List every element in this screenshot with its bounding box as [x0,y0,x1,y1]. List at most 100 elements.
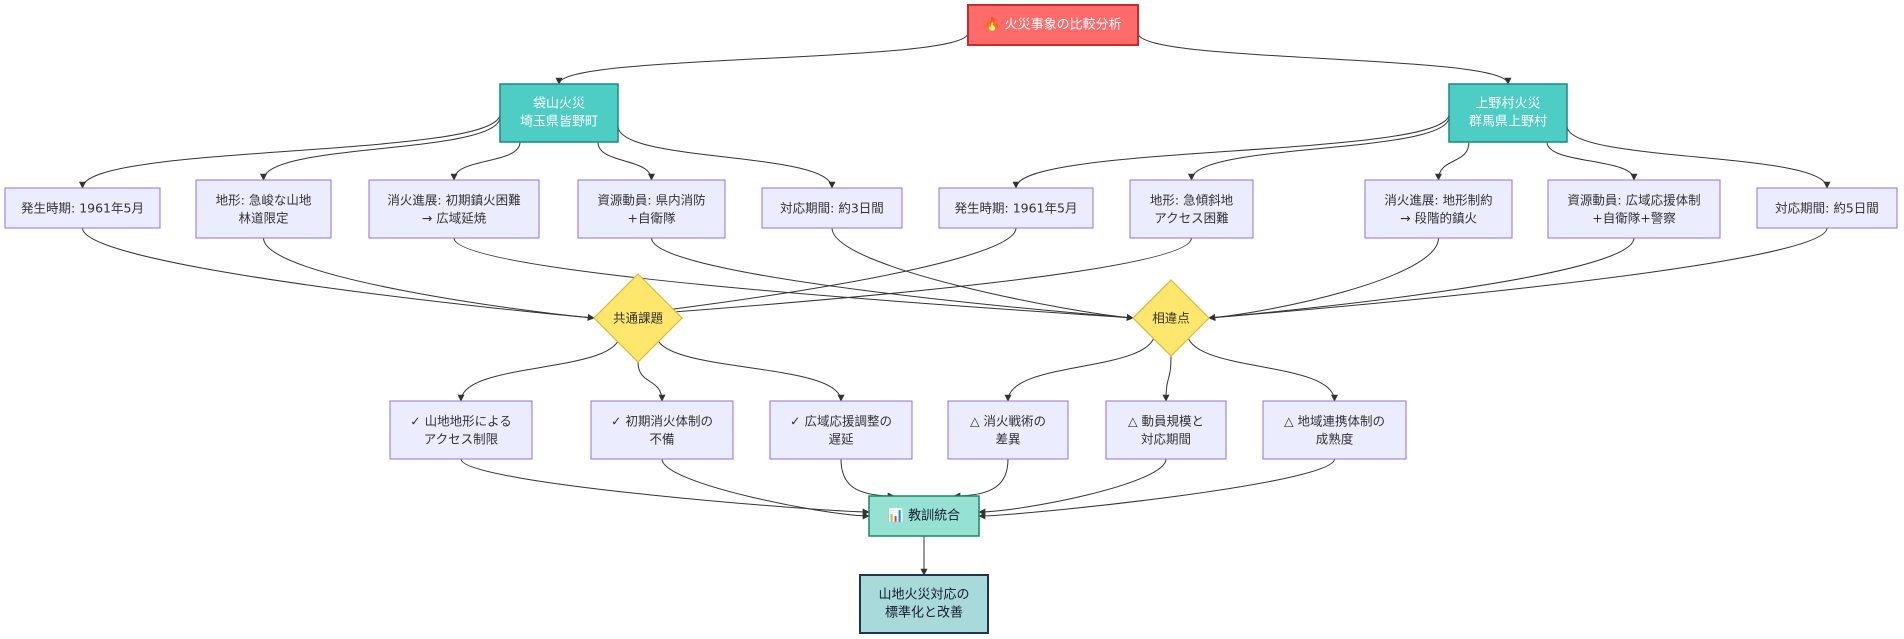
detail-b-date: 発生時期: 1961年5月 [938,187,1094,229]
edge-common-item-0 [457,333,621,402]
common-initial-box [590,400,734,460]
node-label-line: 消火進展: 初期鎮火困難 [387,193,520,208]
detail-a-resources: 資源動員: 県内消防+自衛隊 [577,179,726,239]
edge-a-duration-diff [831,227,1134,321]
node-label-line: △ 動員規模と [1128,414,1204,429]
edge-b-terrain-common [593,237,1192,321]
edge-item-lessons-1 [661,458,870,520]
node-label-line: 標準化と改善 [885,605,963,621]
detail-a-progress-box [368,179,540,239]
edge-b-resources-diff [1208,237,1635,321]
node-label-line: 上野村火災 [1475,97,1540,112]
node-label-line: ✓ 広域応援調整の [790,414,892,429]
node-label-line: △ 消火戦術の [970,414,1046,429]
edge-a-progress-diff [453,237,1134,321]
detail-b-date-box [938,187,1094,229]
edge-fire-b-detail-1 [1188,116,1450,181]
edge-fire-b-detail-3 [1546,141,1638,181]
edge-b-duration-diff [1208,227,1828,321]
node-label-line: アクセス困難 [1154,211,1228,226]
node-label-line: → 段階的鎮火 [1400,211,1477,226]
edge-item-lessons-2 [840,458,895,500]
fire-b-node-box [1448,83,1568,143]
detail-b-duration-box [1756,187,1898,229]
node-label-line: 遅延 [828,432,854,447]
node-label-line: 林道限定 [238,211,288,226]
edge-fire-a-detail-3 [597,141,655,181]
edge-a-terrain-common [263,237,595,321]
detail-a-resources-box [577,179,726,239]
node-label-line: 📊 教訓統合 [888,508,960,524]
diff-tactics-box [947,400,1069,460]
edge-root-fire-a [555,32,969,85]
node-label-line: 資源動員: 広域応援体制 [1567,193,1700,208]
edge-fire-a-detail-1 [260,116,501,181]
edge-item-lessons-0 [460,458,870,516]
edge-item-lessons-4 [978,458,1167,516]
node-label-line: 🔥 火災事象の比較分析 [984,17,1121,33]
edge-diff-item-2 [1186,331,1338,402]
detail-a-terrain-box [195,179,332,239]
common-access-box [389,400,533,460]
fire-a-node-box [499,83,619,143]
common-issues-node: 共通課題 [593,273,683,363]
edge-fire-a-detail-4 [617,125,836,189]
diff-cooperation-box [1262,400,1407,460]
node-label-line: +自衛隊 [628,211,676,226]
node-label-line: 消火進展: 地形制約 [1384,193,1492,208]
edge-item-lessons-3 [953,458,1009,500]
node-label-line: 対応期間: 約5日間 [1775,201,1879,216]
node-label-line: 不備 [649,432,674,447]
edge-a-date-common [82,227,595,321]
edge-b-progress-diff [1208,237,1439,321]
node-label-line: 発生時期: 1961年5月 [955,201,1078,216]
lessons-node-box [868,495,980,537]
common-coordination-box [769,400,913,460]
node-label-line: 山地火災対応の [878,588,969,603]
edge-fire-a-detail-2 [450,141,521,181]
edge-common-item-2 [655,333,845,402]
detail-b-resources-box [1547,179,1721,239]
detail-b-resources: 資源動員: 広域応援体制+自衛隊+警察 [1547,179,1721,239]
detail-a-progress: 消火進展: 初期鎮火困難 → 広域延焼 [368,179,540,239]
detail-b-progress: 消火進展: 地形制約 → 段階的鎮火 [1364,179,1513,239]
node-label-line: 発生時期: 1961年5月 [21,201,144,216]
edge-item-lessons-5 [978,458,1335,520]
detail-b-duration: 対応期間: 約5日間 [1756,187,1898,229]
detail-a-duration-box [761,187,903,229]
common-issues-node-diamond [593,273,683,363]
diff-scale-box [1105,400,1227,460]
edge-a-resources-diff [651,237,1134,321]
final-node-box [859,574,989,634]
detail-a-date-box [4,187,161,229]
root-node: 🔥 火災事象の比較分析 [967,4,1139,46]
edge-common-item-1 [637,361,666,402]
detail-b-progress-box [1364,179,1513,239]
differences-node-label: 相違点 [1152,311,1190,326]
node-label-line: → 広域延焼 [422,211,487,226]
root-node-box [967,4,1139,46]
differences-node-diamond [1132,279,1210,357]
node-label-line: 地形: 急傾斜地 [1150,193,1234,208]
edge-diff-item-0 [1004,331,1156,402]
edge-fire-b-detail-2 [1435,141,1470,181]
connector-edges [79,32,1831,576]
node-label-line: ✓ 初期消火体制の [611,414,713,429]
detail-a-duration: 対応期間: 約3日間 [761,187,903,229]
node-label-line: 対応期間 [1141,432,1191,447]
detail-b-terrain-box [1129,179,1254,239]
edge-root-fire-b [1137,32,1512,85]
node-label-line: アクセス制限 [424,432,499,447]
node-label-line: 差異 [995,432,1020,447]
edge-fire-a-detail-0 [79,113,501,189]
node-label-line: ✓ 山地地形による [410,414,512,429]
